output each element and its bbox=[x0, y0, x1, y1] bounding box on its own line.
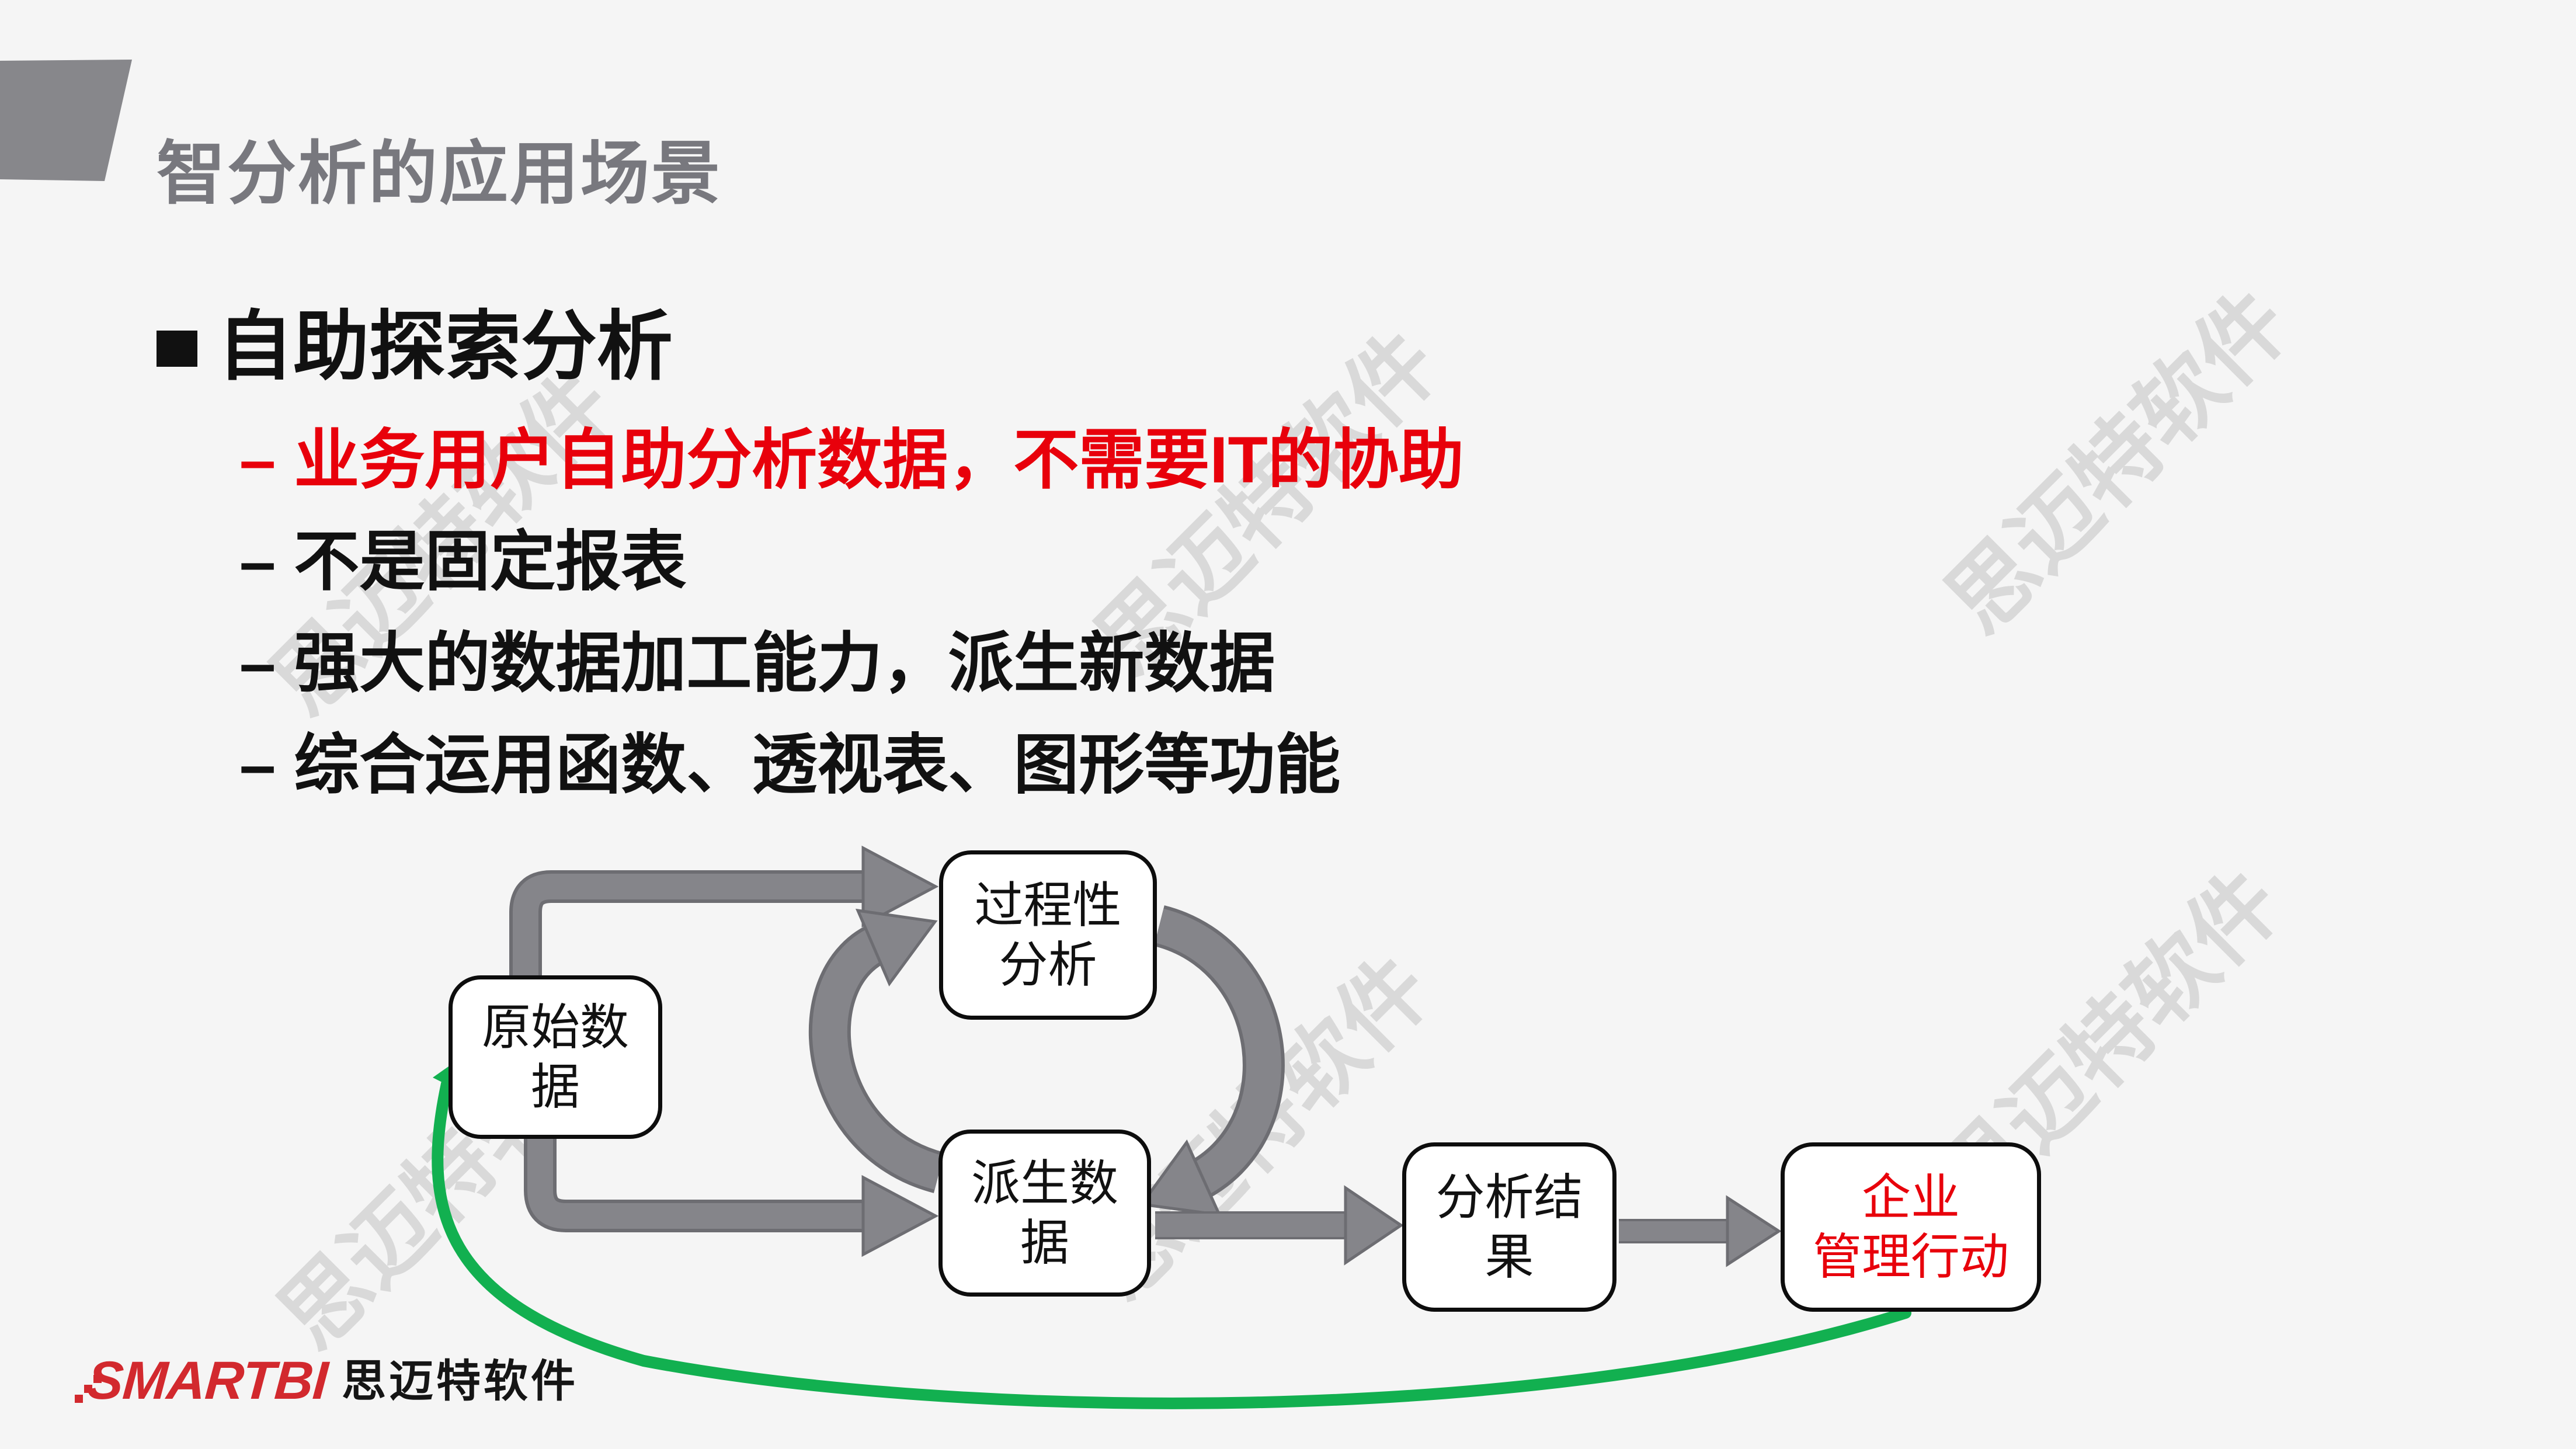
node-label: 管理行动 bbox=[1812, 1229, 2009, 1284]
elbow-arrow-bottom bbox=[524, 1138, 939, 1257]
cycle-arc-left bbox=[808, 908, 945, 1193]
node-analysis-result: 分析结 果 bbox=[1402, 1142, 1616, 1312]
bullet-line: – 强大的数据加工能力，派生新数据 bbox=[239, 627, 1275, 700]
logo-pixel-icon bbox=[93, 1375, 102, 1383]
node-label: 分析结 bbox=[1435, 1169, 1583, 1225]
node-derived-data: 派生数 据 bbox=[938, 1130, 1151, 1297]
logo-pixel-icon bbox=[84, 1385, 92, 1393]
section-title: 自助探索分析 bbox=[217, 304, 673, 389]
square-bullet-icon bbox=[157, 331, 197, 367]
bullet-line: – 综合运用函数、透视表、图形等功能 bbox=[239, 728, 1341, 801]
bullet-line: – 不是固定报表 bbox=[239, 525, 687, 598]
node-label: 派生数 bbox=[971, 1155, 1118, 1211]
node-label: 原始数 bbox=[481, 999, 629, 1055]
node-enterprise-action: 企业 管理行动 bbox=[1781, 1142, 2041, 1312]
node-label: 据 bbox=[530, 1059, 580, 1114]
node-label: 企业 bbox=[1861, 1169, 1960, 1225]
node-label: 果 bbox=[1485, 1229, 1534, 1284]
smartbi-logo: SMARTBI bbox=[85, 1351, 329, 1410]
arrow-result-to-action bbox=[1619, 1195, 1782, 1267]
node-label: 据 bbox=[1020, 1215, 1069, 1270]
node-process-analysis: 过程性 分析 bbox=[939, 850, 1157, 1020]
page-title: 智分析的应用场景 bbox=[157, 135, 722, 213]
logo-pixel-icon bbox=[75, 1395, 83, 1403]
node-label: 过程性 bbox=[974, 877, 1122, 933]
node-raw-data: 原始数 据 bbox=[449, 975, 662, 1139]
cycle-arc-right bbox=[1139, 905, 1285, 1217]
arrow-derived-to-result bbox=[1155, 1185, 1404, 1266]
smartbi-logo-chinese: 思迈特软件 bbox=[342, 1357, 578, 1406]
bullet-line: – 业务用户自助分析数据，不需要IT的协助 bbox=[239, 423, 1464, 496]
elbow-arrow-top bbox=[509, 845, 939, 977]
node-label: 分析 bbox=[999, 937, 1097, 992]
